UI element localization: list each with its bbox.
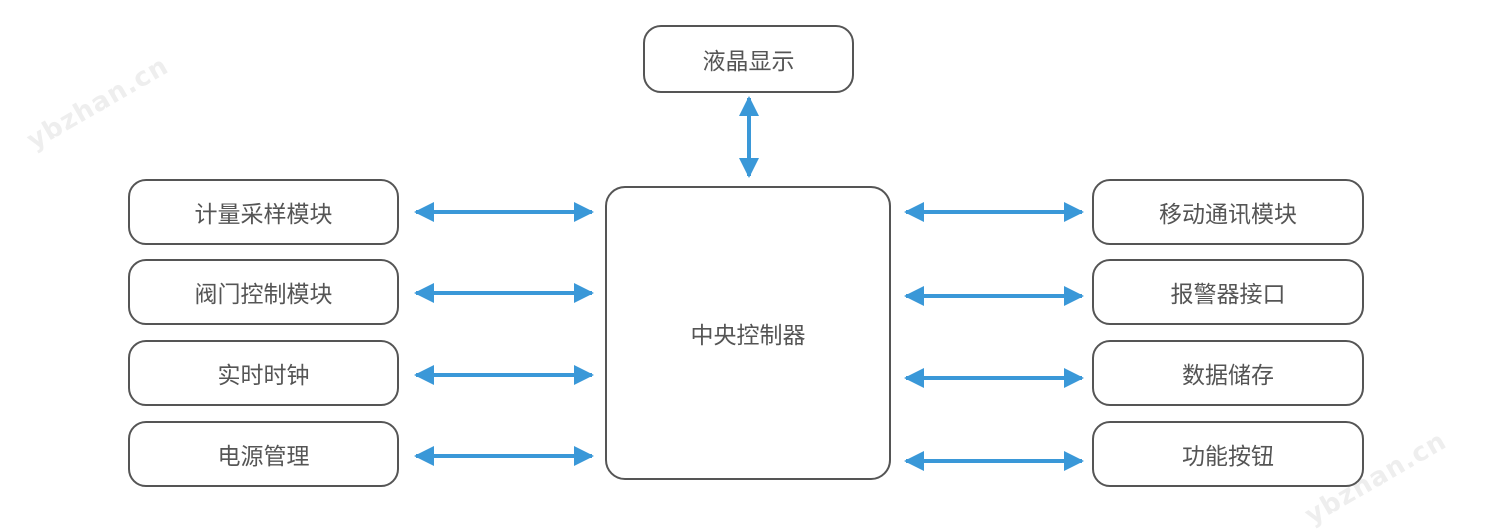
central-controller-node: 中央控制器 xyxy=(605,186,891,480)
valve-control-node: 阀门控制模块 xyxy=(128,259,399,325)
mobile-comm-node: 移动通讯模块 xyxy=(1092,179,1364,245)
valve-control-label: 阀门控制模块 xyxy=(194,282,333,308)
data-storage-label: 数据储存 xyxy=(1182,363,1274,389)
alarm-interface-node: 报警器接口 xyxy=(1092,259,1364,325)
function-buttons-label: 功能按钮 xyxy=(1182,444,1274,470)
alarm-interface-label: 报警器接口 xyxy=(1170,282,1286,308)
real-time-clock-node: 实时时钟 xyxy=(128,340,399,406)
metering-sampling-label: 计量采样模块 xyxy=(194,202,333,228)
central-controller-label: 中央控制器 xyxy=(690,323,806,349)
data-storage-node: 数据储存 xyxy=(1092,340,1364,406)
power-management-label: 电源管理 xyxy=(217,444,310,470)
power-management-node: 电源管理 xyxy=(128,421,399,487)
real-time-clock-label: 实时时钟 xyxy=(217,363,310,389)
function-buttons-node: 功能按钮 xyxy=(1092,421,1364,487)
lcd-display-node: 液晶显示 xyxy=(643,25,854,93)
metering-sampling-node: 计量采样模块 xyxy=(128,179,399,245)
lcd-display-label: 液晶显示 xyxy=(702,49,795,75)
mobile-comm-label: 移动通讯模块 xyxy=(1159,202,1297,228)
